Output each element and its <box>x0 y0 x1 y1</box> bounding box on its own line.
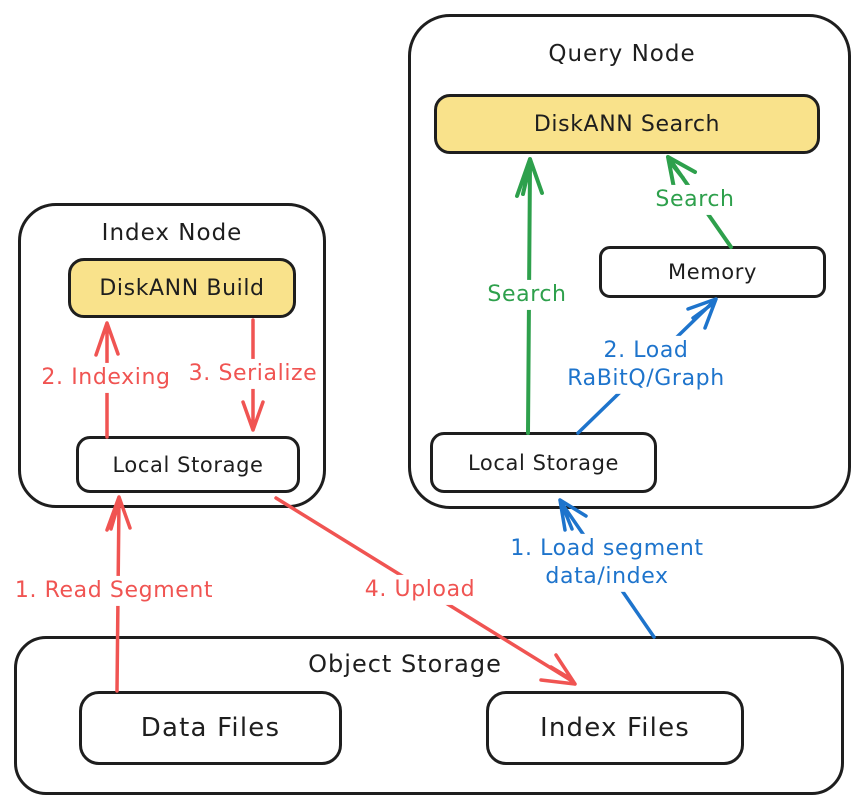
data-files-box: Data Files <box>79 691 342 765</box>
index-files-label: Index Files <box>539 713 691 743</box>
query-node-title: Query Node <box>548 41 696 67</box>
query-local-storage-box: Local Storage <box>430 432 657 493</box>
label-search-memory: Search <box>650 184 740 216</box>
label-load-segment: 1. Load segment data/index <box>505 533 709 593</box>
memory-box: Memory <box>599 246 826 298</box>
query-local-storage-label: Local Storage <box>467 450 620 475</box>
diskann-build-box: DiskANN Build <box>68 258 296 318</box>
memory-label: Memory <box>667 260 757 284</box>
label-load-rabitq-line1: 2. Load <box>603 337 689 363</box>
diskann-build-label: DiskANN Build <box>99 275 265 301</box>
label-load-segment-line2: data/index <box>545 564 669 589</box>
index-local-storage-label: Local Storage <box>112 452 264 477</box>
label-upload: 4. Upload <box>359 574 481 606</box>
data-files-label: Data Files <box>140 713 281 743</box>
label-load-rabitq-line2: RaBitQ/Graph <box>567 366 725 391</box>
index-node-title: Index Node <box>101 220 243 246</box>
label-serialize: 3. Serialize <box>183 358 323 390</box>
index-node-container <box>18 203 326 508</box>
label-load-segment-line1: 1. Load segment <box>510 535 704 561</box>
label-read-segment: 1. Read Segment <box>9 575 219 607</box>
label-load-rabitq: 2. Load RaBitQ/Graph <box>562 335 730 395</box>
label-indexing: 2. Indexing <box>36 362 176 394</box>
index-files-box: Index Files <box>486 691 744 765</box>
index-local-storage-box: Local Storage <box>76 436 300 493</box>
label-search-local: Search <box>482 279 572 311</box>
object-storage-title: Object Storage <box>308 650 502 678</box>
diskann-search-label: DiskANN Search <box>533 111 721 137</box>
diskann-search-box: DiskANN Search <box>434 94 820 154</box>
